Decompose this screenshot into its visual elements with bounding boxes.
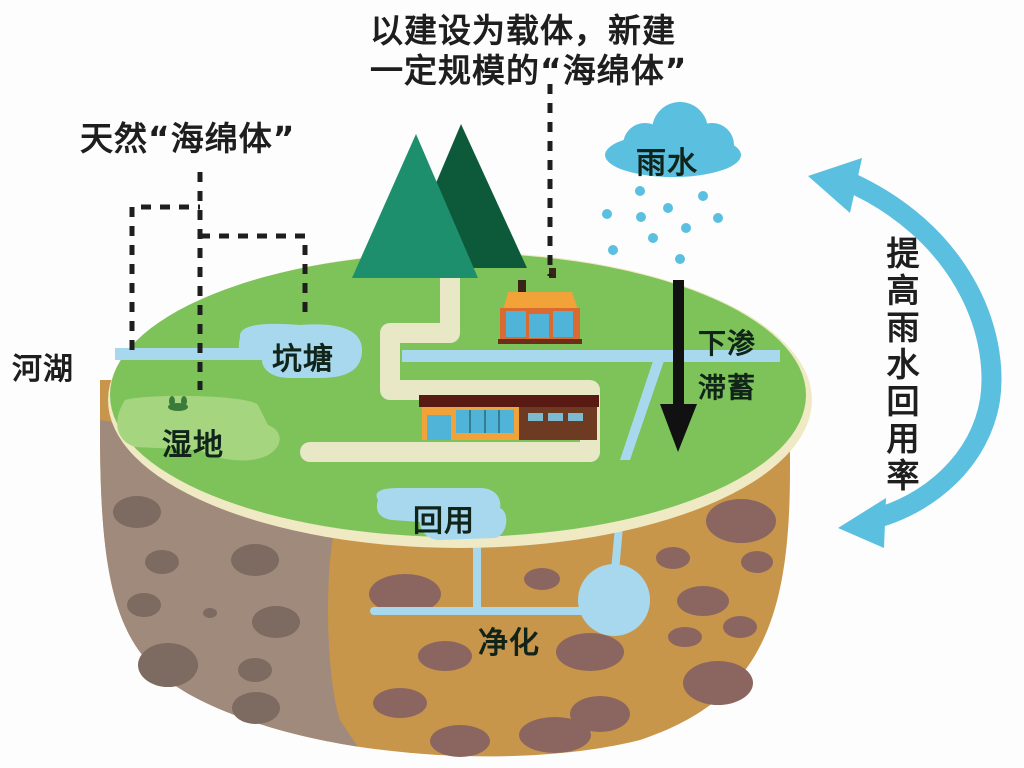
- infiltration-arrow-icon: [660, 280, 697, 452]
- label-wetland: 湿地: [162, 428, 224, 463]
- title-natural-sponge: 天然“海绵体”: [80, 119, 296, 158]
- paths: [300, 265, 600, 462]
- reuse-water-patch: [376, 488, 507, 540]
- wetland-plant-icon: [168, 396, 188, 411]
- surface-channel: [402, 350, 780, 362]
- drain-channel: [620, 355, 666, 460]
- cycle-arrow-icon: [808, 158, 1002, 548]
- label-pond: 坑塘: [272, 342, 334, 377]
- rocks-gray-soil: [113, 496, 300, 724]
- storage-tank: [578, 564, 650, 636]
- callout-lines: [129, 84, 553, 390]
- house-icon: [498, 268, 582, 344]
- label-cycle: 提高雨水回用率: [881, 236, 920, 495]
- title-new-sponge-line2: 一定规模的“海绵体”: [370, 51, 688, 90]
- wetland-patch: [117, 395, 280, 461]
- label-purify: 净化: [478, 626, 540, 661]
- pond-shape: [238, 323, 362, 378]
- rain-cloud-icon: [605, 102, 741, 177]
- label-rain: 雨水: [636, 146, 698, 181]
- label-river-lake: 河湖: [12, 352, 74, 387]
- raindrops-icon: [602, 186, 723, 264]
- building-icon: [419, 395, 599, 440]
- trees-icon: [352, 124, 527, 278]
- title-new-sponge-line1: 以建设为载体，新建: [370, 11, 676, 50]
- label-reuse: 回用: [413, 504, 475, 539]
- label-infiltration-line1: 下渗: [698, 327, 757, 360]
- label-infiltration-line2: 滞蓄: [698, 371, 757, 404]
- rocks-brown-soil: [369, 499, 776, 757]
